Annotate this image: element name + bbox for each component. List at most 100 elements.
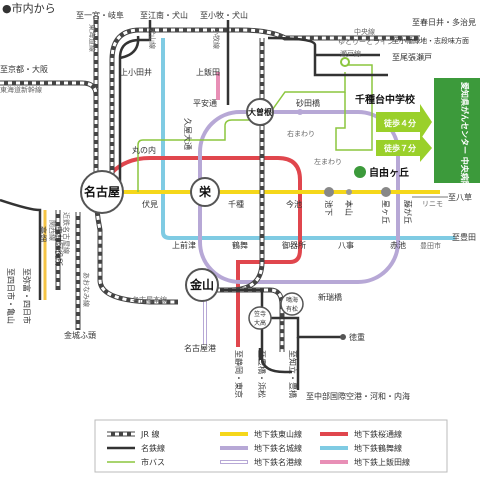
tag-tokaido-shinkansen: 東海道新幹線 [0,85,42,94]
bus-route-2 [335,92,373,151]
legend-item-0: JR 線 [107,429,159,439]
station-kamimaezu[interactable]: 上前津 [172,240,196,250]
walk-4-label: 徒歩４分 [383,118,416,128]
station-hoshigaoka[interactable]: 星ヶ丘 [381,200,390,224]
station-jiyugaoka[interactable]: 自由ヶ丘 [369,166,409,179]
tag-aonami: あおなみ線 [82,272,91,307]
legend-item-6: 地下鉄桜通線 [320,429,402,439]
station-sunadabashi[interactable]: 砂田橋 [296,98,320,108]
dir-yatomi: 至弥富・四日市 [22,268,32,324]
station-nagoya-hub[interactable] [80,170,124,214]
station-tokushige-dot [340,334,346,340]
station-tokushige[interactable]: 徳重 [349,332,365,342]
station-odaka[interactable]: 大高 [254,319,266,327]
station-akaike[interactable]: 赤池 [390,240,406,250]
dir-chiryu: 至知立・豊橋 [288,350,298,398]
station-takabata[interactable]: 高畑 [38,226,48,242]
station-nagoyako[interactable]: 名古屋港 [184,343,216,353]
station-motoyama[interactable]: 本山 [344,200,354,216]
legend-label: 地下鉄東山線 [254,429,302,439]
legend-item-7: 地下鉄鶴舞線 [320,443,402,453]
sakura-line [98,156,302,347]
walk-arrow-7 [376,134,432,162]
station-ozone[interactable]: 大曽根 [248,107,272,117]
legend-label: 地下鉄桜通線 [354,429,402,439]
station-imaike[interactable]: 今池 [286,199,302,209]
station-fujigaoka[interactable]: 藤が丘 [403,200,413,224]
station-kamiotai[interactable]: 上小田井 [120,67,152,77]
station-jiyugaoka-dot[interactable] [354,166,366,178]
tag-tokaido: 東海道線 [88,24,97,52]
tag-inuyama: 犬山線 [148,28,157,49]
legend-item-2: 市バス [107,457,165,467]
legend-item-3: 地下鉄東山線 [220,429,302,439]
legend-label: 地下鉄上飯田線 [354,457,410,467]
walk-arrow-4 [376,104,432,140]
tsurumai-line [161,38,455,240]
station-kamiiida[interactable]: 上飯田 [196,67,220,77]
legend-label: 名鉄線 [141,443,165,453]
station-motoyama-dot[interactable] [346,189,352,195]
station-ikeshita[interactable]: 池下 [324,200,334,216]
station-ozone-hub[interactable] [246,98,274,126]
station-hoshigaoka-dot[interactable] [381,187,391,197]
jr-lines [0,16,420,352]
tag-kansai: 関西線 [48,220,57,241]
station-toyotashi[interactable]: 豊田市 [420,241,441,250]
map-title: ●市内から [2,1,56,15]
legend-item-1: 名鉄線 [107,443,165,453]
dir-kyoto: 至京都・大阪 [0,64,48,74]
station-arimatsu[interactable]: 有松 [286,305,298,313]
dir-owari-seto: 至尾張瀬戸 [392,52,432,62]
station-yagoto[interactable]: 八事 [338,240,354,250]
station-kasadera[interactable]: 笠寺 [254,310,266,318]
station-chikusa-chugakko[interactable]: 千種台中学校 [355,93,416,106]
station-narumi-hub[interactable] [280,292,304,316]
dir-yahusa: 至八草 [448,192,472,202]
station-tsurumai[interactable]: 鶴舞 [232,240,248,250]
station-nagoya[interactable]: 名古屋 [84,184,120,199]
station-chikusa[interactable]: 千種 [228,199,244,209]
bus-stop-chikusa[interactable] [340,57,350,67]
legend-item-4: 地下鉄名城線 [220,443,302,453]
tag-kintetsu: 近鉄名古屋線 [62,212,71,254]
legend-item-5: 地下鉄名港線 [220,457,302,467]
tag-yutori: ゆとりーとライン [338,38,394,46]
dir-airport: 至中部国際空港・河和・内海 [306,391,410,401]
station-sunadabashi-dot [297,109,303,115]
station-heian-dori[interactable]: 平安通 [193,98,217,108]
station-kanayama[interactable]: 金山 [189,277,214,292]
legend-box [94,419,448,473]
station-ikeshita-dot[interactable] [324,187,334,197]
station-narumi[interactable]: 鳴海 [286,296,298,304]
label-migimawari: 右まわり [287,129,315,138]
legend-label: 地下鉄名港線 [254,457,302,467]
station-aratama-bashi[interactable]: 新瑞橋 [318,292,342,302]
dir-ichinomiya: 至一宮・岐阜 [76,10,124,20]
station-gokisho[interactable]: 御器所 [282,240,306,250]
label-hidarimawari: 左まわり [314,157,342,166]
station-marunouchi[interactable]: 丸の内 [132,145,156,155]
station-sakae[interactable]: 栄 [198,184,212,199]
station-hisaya-odori[interactable]: 久屋大通 [183,118,193,150]
tag-seto: 瀬戸線 [340,49,361,58]
dir-kasugai: 至春日井・多治見 [412,17,476,27]
dir-toyota: 至豊田 [452,232,476,242]
dir-yokkaichi-kameyama: 至四日市・亀山 [6,268,16,324]
walk-7-label: 徒歩７分 [383,143,416,153]
dir-obata: 至小幡緑地・志段味方面 [392,36,469,45]
legend-label: 市バス [141,457,165,467]
station-fushimi[interactable]: 伏見 [142,199,158,209]
station-nakamura-kuyakusho[interactable]: 中村区役所 [54,226,64,266]
station-sakae-hub[interactable] [190,177,220,207]
tag-chuo: 中央線 [354,27,375,36]
dir-komaki: 至小牧・犬山 [200,10,248,20]
station-linimo: リニモ [422,200,443,208]
station-kasadera-hub[interactable] [248,306,272,330]
dir-toyohashi: 至豊橋・浜松 [257,350,267,398]
station-kinjofuto[interactable]: 金城ふ頭 [64,330,96,340]
station-kanayama-hub[interactable] [185,268,219,302]
dir-konan: 至江南・犬山 [140,10,188,20]
